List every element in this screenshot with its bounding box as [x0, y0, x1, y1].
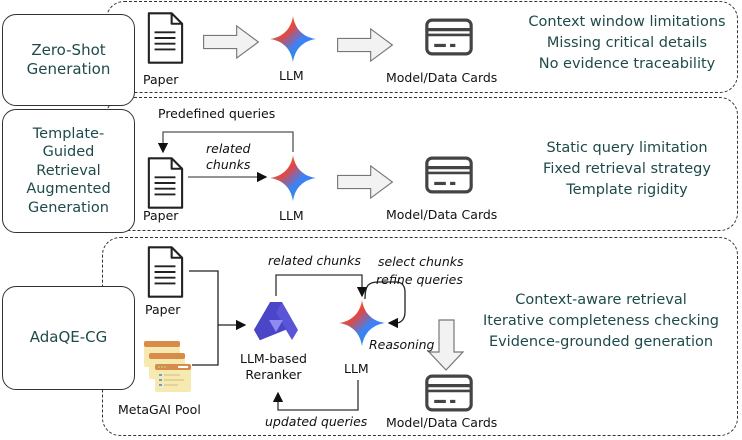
method-line: Generation	[26, 60, 111, 78]
llm-icon	[270, 155, 316, 201]
output-label: Model/Data Cards	[386, 415, 498, 430]
arrow-down-icon	[427, 319, 465, 371]
method-box-template-rag: Template- Guided Retrieval Augmented Gen…	[2, 109, 135, 233]
issue-item: Context-aware retrieval	[515, 292, 687, 308]
llm-label: LLM	[279, 68, 304, 83]
predefined-queries-label: Predefined queries	[158, 106, 276, 121]
edge-label-line: chunks	[206, 156, 251, 172]
method-box-zero-shot: Zero-Shot Generation	[2, 14, 135, 106]
paper-icon	[147, 246, 184, 298]
method-line: AdaQE-CG	[29, 328, 108, 347]
method-box-adaqe-cg: AdaQE-CG	[2, 286, 135, 390]
issue-item: Iterative completeness checking	[483, 313, 719, 330]
output-label: Model/Data Cards	[386, 207, 498, 222]
method-line: Template-	[32, 125, 105, 142]
paper-connector	[189, 270, 219, 325]
updated-queries-label: updated queries	[265, 414, 368, 429]
updated-queries-arrow	[272, 380, 359, 411]
arrow-right-icon	[337, 165, 393, 199]
related-chunks-label: related chunks	[206, 141, 251, 172]
llm-label: LLM	[279, 208, 304, 223]
method-line: Retrieval	[36, 162, 101, 179]
reranker-label-line: LLM-based	[240, 351, 307, 366]
refine-loop-arrow	[364, 281, 406, 329]
issue-item: Missing critical details	[546, 35, 708, 52]
metagai-pool-label: MetaGAI Pool	[118, 402, 201, 417]
method-line: Augmented	[26, 181, 111, 198]
paper-label: Paper	[145, 302, 181, 317]
model-card-icon	[425, 18, 473, 56]
select-chunks-label: select chunks	[378, 254, 464, 269]
reranker-label-line: Reranker	[245, 367, 302, 383]
arrow-right-icon	[203, 25, 259, 59]
issue-item: No evidence traceability	[538, 56, 716, 73]
llm-icon	[270, 16, 316, 62]
issues-list-adaqe-cg: Context-aware retrieval Iterative comple…	[470, 290, 732, 353]
issue-item: Context window limitations	[528, 14, 726, 30]
refine-queries-label: refine queries	[376, 272, 463, 287]
issues-list-template-rag: Static query limitation Fixed retrieval …	[518, 138, 736, 201]
edge-label-line: related	[206, 141, 251, 156]
paper-label: Paper	[143, 72, 179, 87]
paper-icon	[147, 157, 184, 209]
reranker-icon	[253, 301, 298, 341]
issue-item: Evidence-grounded generation	[488, 334, 714, 351]
reranker-label: LLM-based Reranker	[240, 351, 307, 384]
method-line: Zero-Shot	[31, 40, 106, 59]
paper-label: Paper	[143, 208, 179, 223]
paper-icon	[147, 12, 184, 64]
related-chunks-arrow	[275, 274, 368, 298]
related-chunks-label: related chunks	[268, 253, 361, 268]
model-card-icon	[425, 156, 473, 194]
metagai-pool-icon	[144, 341, 191, 392]
issue-item: Template rigidity	[566, 182, 688, 199]
output-label: Model/Data Cards	[386, 70, 498, 85]
issues-list-zero-shot: Context window limitations Missing criti…	[518, 12, 736, 75]
issue-item: Fixed retrieval strategy	[543, 161, 711, 178]
predefined-queries-arrow	[157, 131, 294, 154]
method-line: Guided	[42, 144, 95, 161]
pool-connector	[192, 325, 219, 366]
llm-label: LLM	[344, 361, 369, 376]
method-line: Generation	[28, 199, 109, 216]
issue-item: Static query limitation	[546, 140, 708, 156]
arrow-right-icon	[337, 28, 393, 62]
model-card-icon	[425, 374, 473, 412]
reasoning-label: Reasoning	[369, 337, 435, 352]
